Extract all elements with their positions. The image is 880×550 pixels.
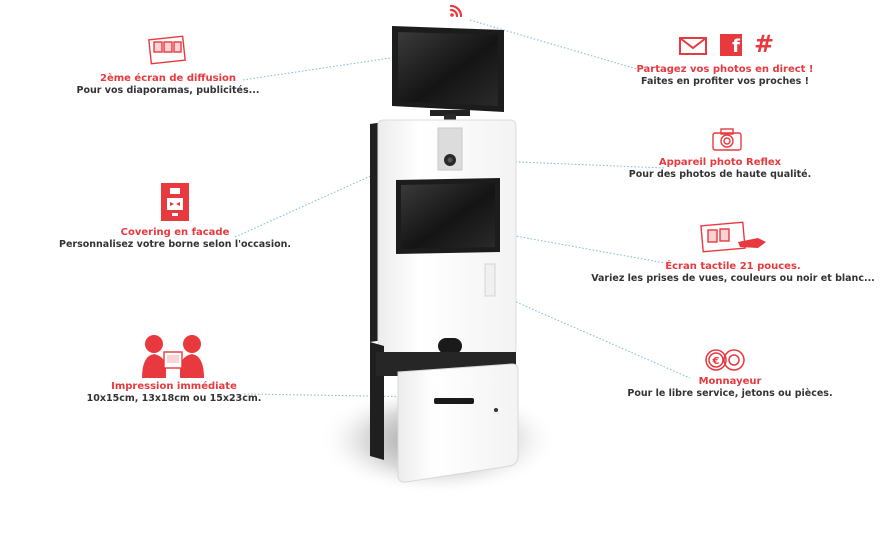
connector-coin <box>499 294 691 379</box>
feature-desc: Pour le libre service, jetons ou pièces. <box>627 388 833 399</box>
feature-coin: Monnayeur Pour le libre service, jetons … <box>610 376 850 400</box>
people-photo-icon <box>142 335 204 378</box>
feature-covering: Covering en facade Personnalisez votre b… <box>40 227 310 251</box>
second-display <box>392 26 504 124</box>
feature-desc: Personnalisez votre borne selon l'occasi… <box>58 239 291 250</box>
connector-share <box>469 19 641 71</box>
feature-print: Impression immédiate 10x15cm, 13x18cm ou… <box>64 381 284 405</box>
connector-second-screen <box>242 57 391 81</box>
feature-desc: Faites en profiter vos proches ! <box>641 76 809 87</box>
feature-desc: Variez les prises de vues, couleurs ou n… <box>591 273 875 284</box>
coin-icon: € <box>705 349 745 371</box>
feature-desc: Pour vos diaporamas, publicités... <box>76 85 260 96</box>
feature-title: Impression immédiate <box>111 381 237 392</box>
svg-text:€: € <box>712 356 720 367</box>
touch-screen-icon <box>700 221 766 253</box>
feature-desc: Pour des photos de haute qualité. <box>628 169 812 180</box>
hashtag-icon: # <box>754 30 775 58</box>
feature-title: 2ème écran de diffusion <box>99 73 236 84</box>
feature-title: Écran tactile 21 pouces. <box>665 261 801 272</box>
printer-drawer <box>397 363 519 483</box>
connector-covering <box>234 164 396 238</box>
feature-second-screen: 2ème écran de diffusion Pour vos diapora… <box>48 73 288 97</box>
wifi-icon <box>449 4 463 18</box>
feature-title: Covering en facade <box>120 227 230 238</box>
feature-title: Partagez vos photos en direct ! <box>636 64 814 75</box>
feature-camera: Appareil photo Reflex Pour des photos de… <box>610 157 830 181</box>
covering-icon <box>161 183 189 221</box>
kiosk-body <box>377 119 517 357</box>
feature-title: Appareil photo Reflex <box>658 157 782 168</box>
feature-title: Monnayeur <box>698 376 762 387</box>
feature-touchscreen: Écran tactile 21 pouces. Variez les pris… <box>578 261 880 285</box>
slideshow-screen-icon <box>148 35 186 65</box>
feature-desc: 10x15cm, 13x18cm ou 15x23cm. <box>86 393 262 404</box>
feature-share: Partagez vos photos en direct ! Faites e… <box>600 64 850 88</box>
mail-icon <box>679 37 707 55</box>
facebook-icon: f <box>720 34 742 56</box>
photobooth-kiosk <box>320 26 558 495</box>
camera-icon <box>712 128 742 151</box>
